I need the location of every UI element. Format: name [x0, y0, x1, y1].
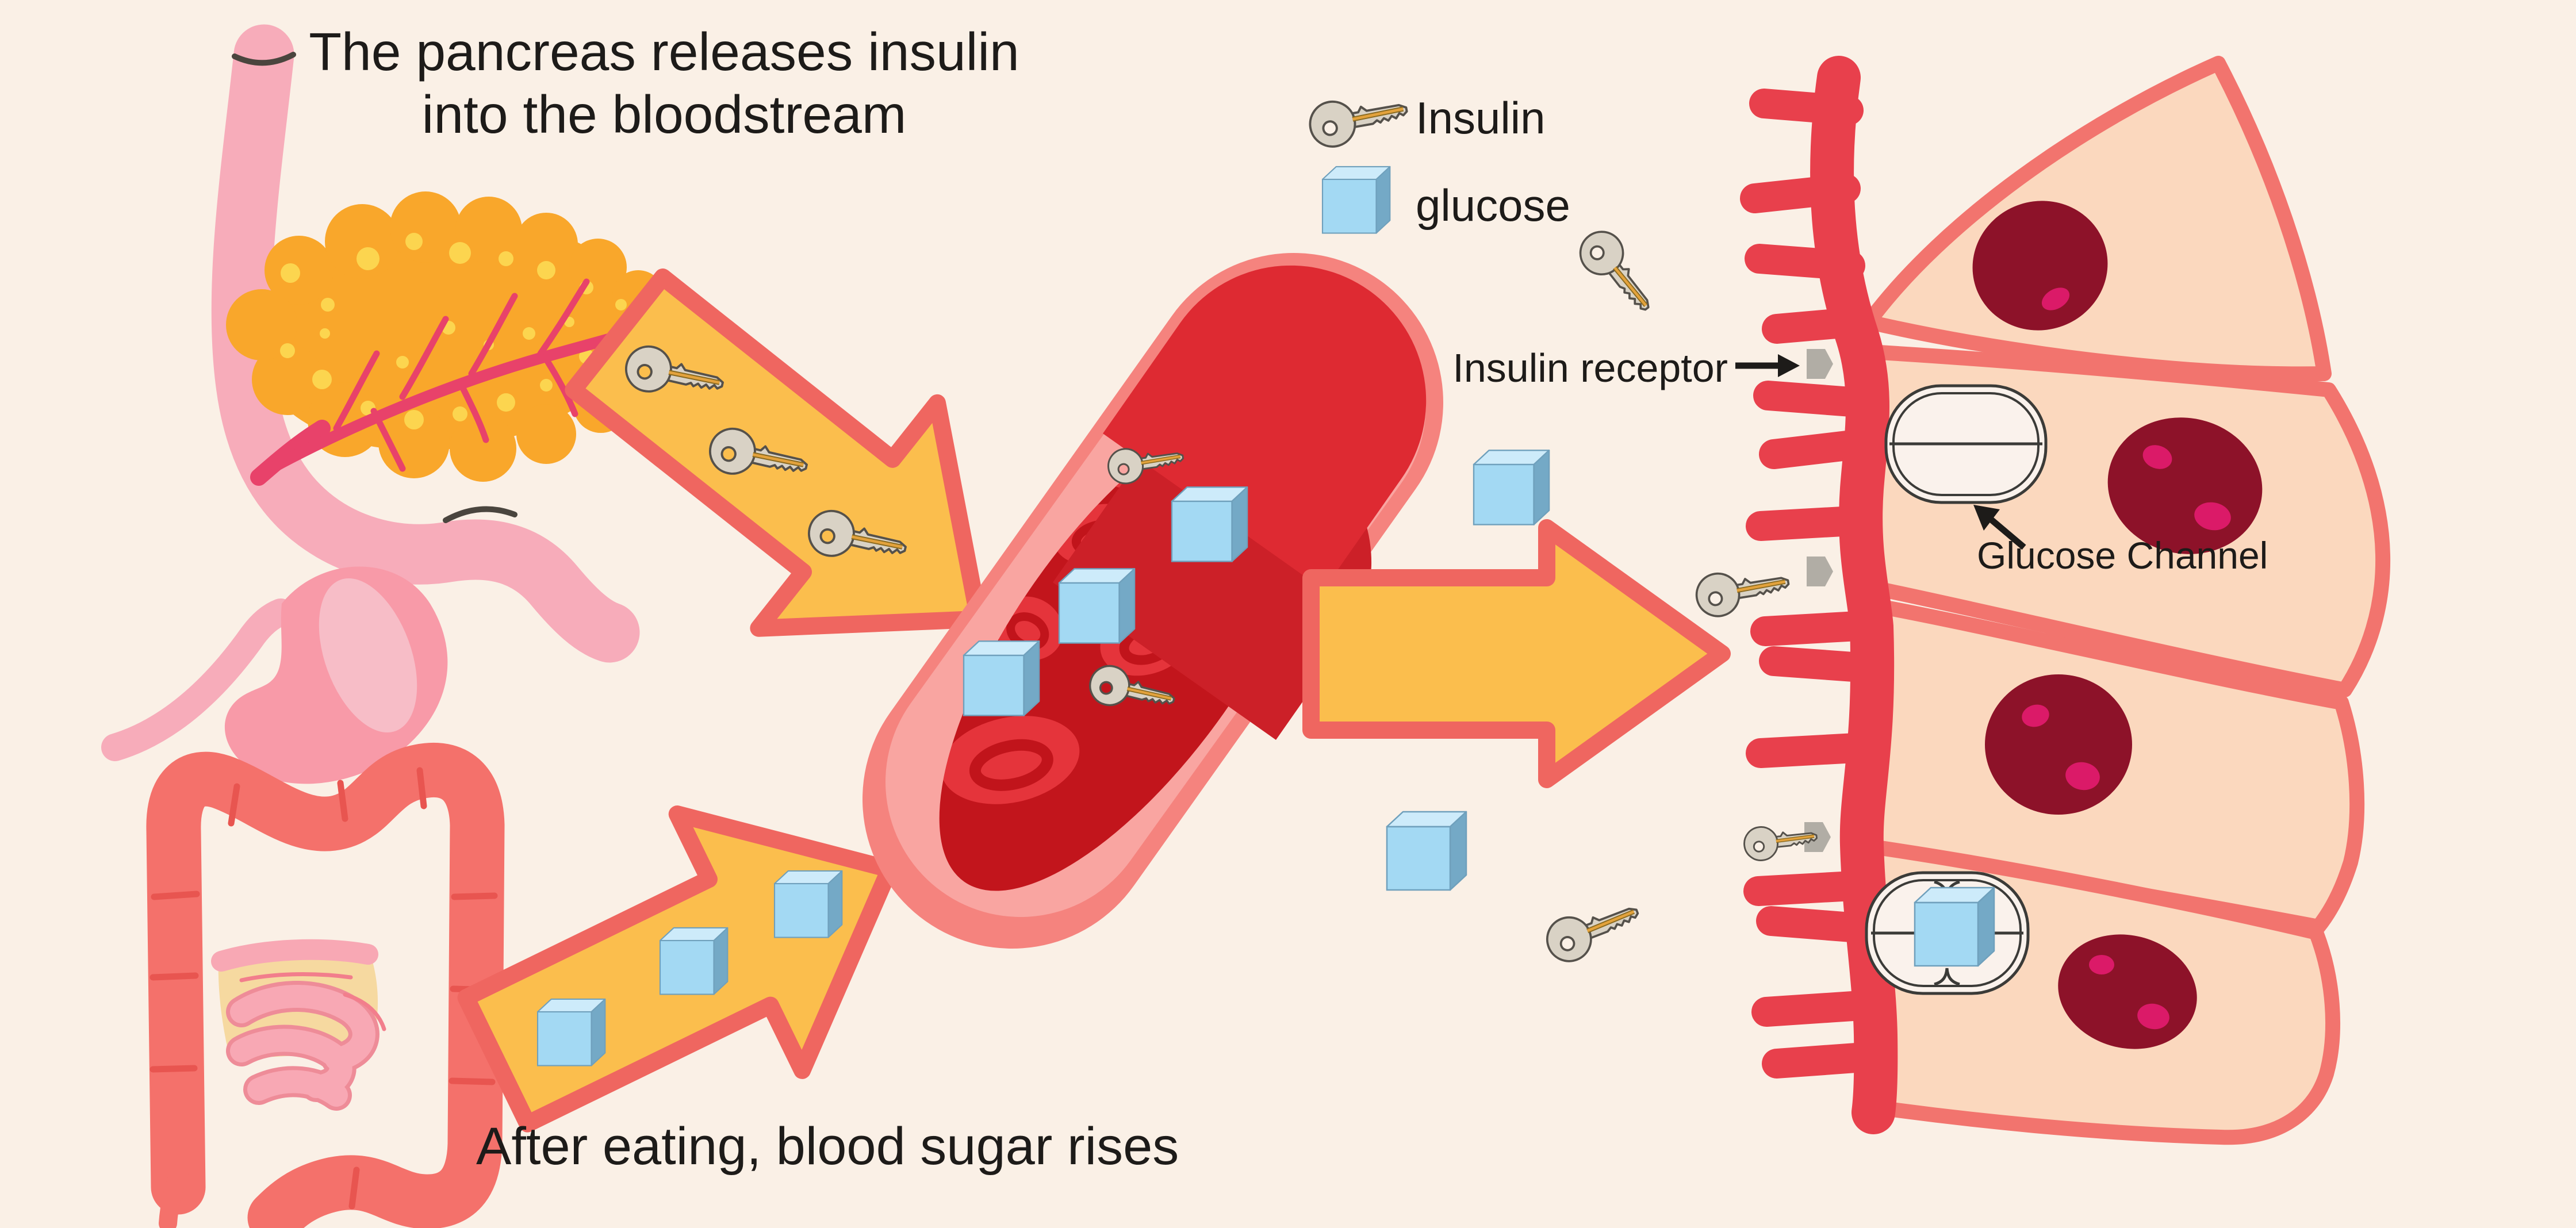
small-intestine-icon — [211, 939, 386, 1111]
insulin-key-icon — [1693, 563, 1792, 619]
glucose-channel-pointer-arrow — [1973, 505, 2026, 550]
cell-membrane — [1810, 56, 1898, 1134]
digestive-illustration — [101, 566, 505, 1228]
insulin-receptor-label: Insulin receptor — [1452, 346, 1728, 390]
pancreas-dots — [280, 233, 627, 429]
absorption-flow-arrow — [1302, 519, 1731, 788]
insulin-receptor-icon — [1807, 557, 1833, 586]
glucose-flow-arrow — [457, 805, 899, 1133]
insulin-flow-arrow — [565, 268, 987, 637]
cell-icon — [1861, 56, 2332, 382]
glucose-channel-icon — [1884, 384, 2048, 504]
cell-tissue — [1693, 56, 2391, 1145]
cell-nucleus-icon — [2107, 417, 2263, 554]
red-blood-cell-icon — [941, 716, 1080, 804]
glucose-cube-icon — [1058, 568, 1136, 644]
esophagus-icon — [101, 598, 294, 761]
insulin-key-icon — [1541, 893, 1646, 968]
glucose-channel-label: Glucose Channel — [1977, 534, 2268, 577]
cell-nucleus-icon — [2058, 934, 2197, 1049]
vessel-top-wall — [1103, 265, 1427, 590]
stomach-icon — [224, 566, 448, 784]
blood-vessel-icon — [862, 253, 1443, 949]
glucose-cube-icon — [773, 870, 843, 938]
pancreas-title: The pancreas releases insulin into the b… — [309, 22, 1019, 144]
glucose-cube-icon — [1386, 811, 1467, 891]
insulin-receptor-pointer-arrow — [1735, 354, 1800, 377]
duodenum-hook — [269, 475, 640, 663]
insulin-key-icon — [1306, 89, 1410, 150]
glucose-cube-icon — [1321, 166, 1391, 234]
glucose-cube-icon — [1473, 450, 1550, 525]
glucose-cube-icon — [1171, 486, 1248, 562]
pancreas-icon — [226, 191, 664, 486]
cell-nucleus-icon — [1972, 201, 2108, 331]
after-eating-caption: After eating, blood sugar rises — [476, 1117, 1179, 1176]
glucose-cube-icon — [1914, 887, 1995, 967]
insulin-receptor-icon — [1807, 349, 1833, 379]
insulin-key-icon — [1572, 223, 1663, 323]
legend-insulin-label: Insulin — [1416, 93, 1546, 143]
glucose-cube-icon — [659, 927, 729, 995]
legend-glucose-label: glucose — [1416, 180, 1570, 231]
glucose-cube-icon — [963, 640, 1040, 716]
cell-nucleus-icon — [1985, 674, 2132, 815]
glucose-cube-icon — [536, 998, 606, 1066]
